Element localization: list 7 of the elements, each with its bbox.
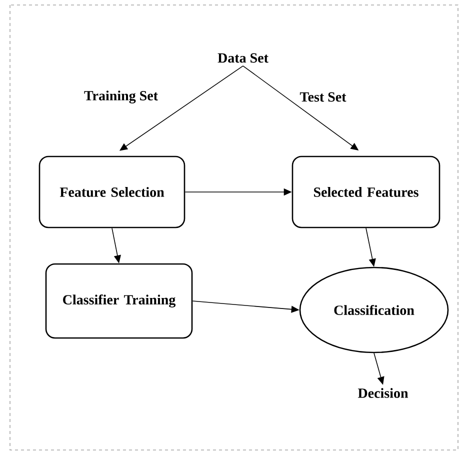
- process-box: Feature Selection: [38, 156, 186, 228]
- edge-label: Training Set: [83, 90, 160, 104]
- text-label: Decision: [358, 388, 408, 398]
- edge-label: Test Set: [298, 91, 348, 103]
- text-label: Data Set: [218, 53, 268, 63]
- process-box: Selected Features: [292, 156, 440, 228]
- process-box: Classifier Training: [45, 263, 193, 339]
